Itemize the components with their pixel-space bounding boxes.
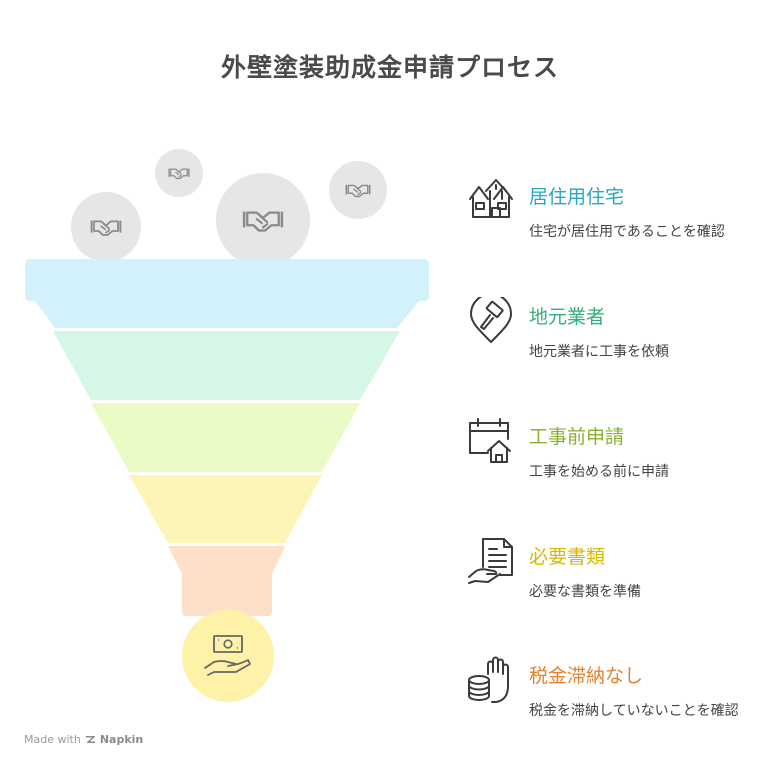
house-icon [469,179,513,218]
map-pin-hammer-icon [470,297,512,343]
output-circle [182,610,274,702]
step-description: 住宅が居住用であることを確認 [529,224,725,240]
napkin-logo-icon [85,736,95,743]
bubble-shape [329,161,387,219]
step-title: 居住用住宅 [529,186,625,208]
page-title: 外壁塗装助成金申請プロセス [220,53,559,82]
step-description: 必要な書類を準備 [529,584,641,600]
funnel-spout [182,573,272,616]
input-bubble-left [71,192,141,262]
input-bubble-small-top [155,149,203,197]
step-description: 工事を始める前に申請 [529,464,669,480]
funnel-layer-4 [129,475,322,543]
made-with-label: Made with [24,733,81,746]
step-description: 税金を滞納していないことを確認 [529,703,739,719]
document-hand-icon [468,538,513,584]
funnel-layer-3 [91,403,360,472]
napkin-brand-label: Napkin [99,733,144,746]
step-title: 必要書類 [529,546,606,568]
footer-credit: Made with Napkin [24,733,143,746]
step-title: 税金滞納なし [529,665,644,687]
step-description: 地元業者に工事を依頼 [529,344,669,360]
funnel-layer-1 [35,301,419,328]
bubble-shape [71,192,141,262]
bubble-shape [216,173,310,267]
bubble-shape [155,149,203,197]
step-title: 工事前申請 [529,426,625,448]
funnel-layer-1-rim [25,259,429,301]
funnel-layer-5 [168,546,285,574]
step-title: 地元業者 [529,306,606,328]
input-bubble-large [216,173,310,267]
money-hand-icon [204,635,251,676]
calendar-house-icon [469,418,511,463]
hand-coins-icon [468,656,509,703]
input-bubble-right [329,161,387,219]
funnel-layer-2 [53,331,400,400]
output-shape [182,610,274,702]
